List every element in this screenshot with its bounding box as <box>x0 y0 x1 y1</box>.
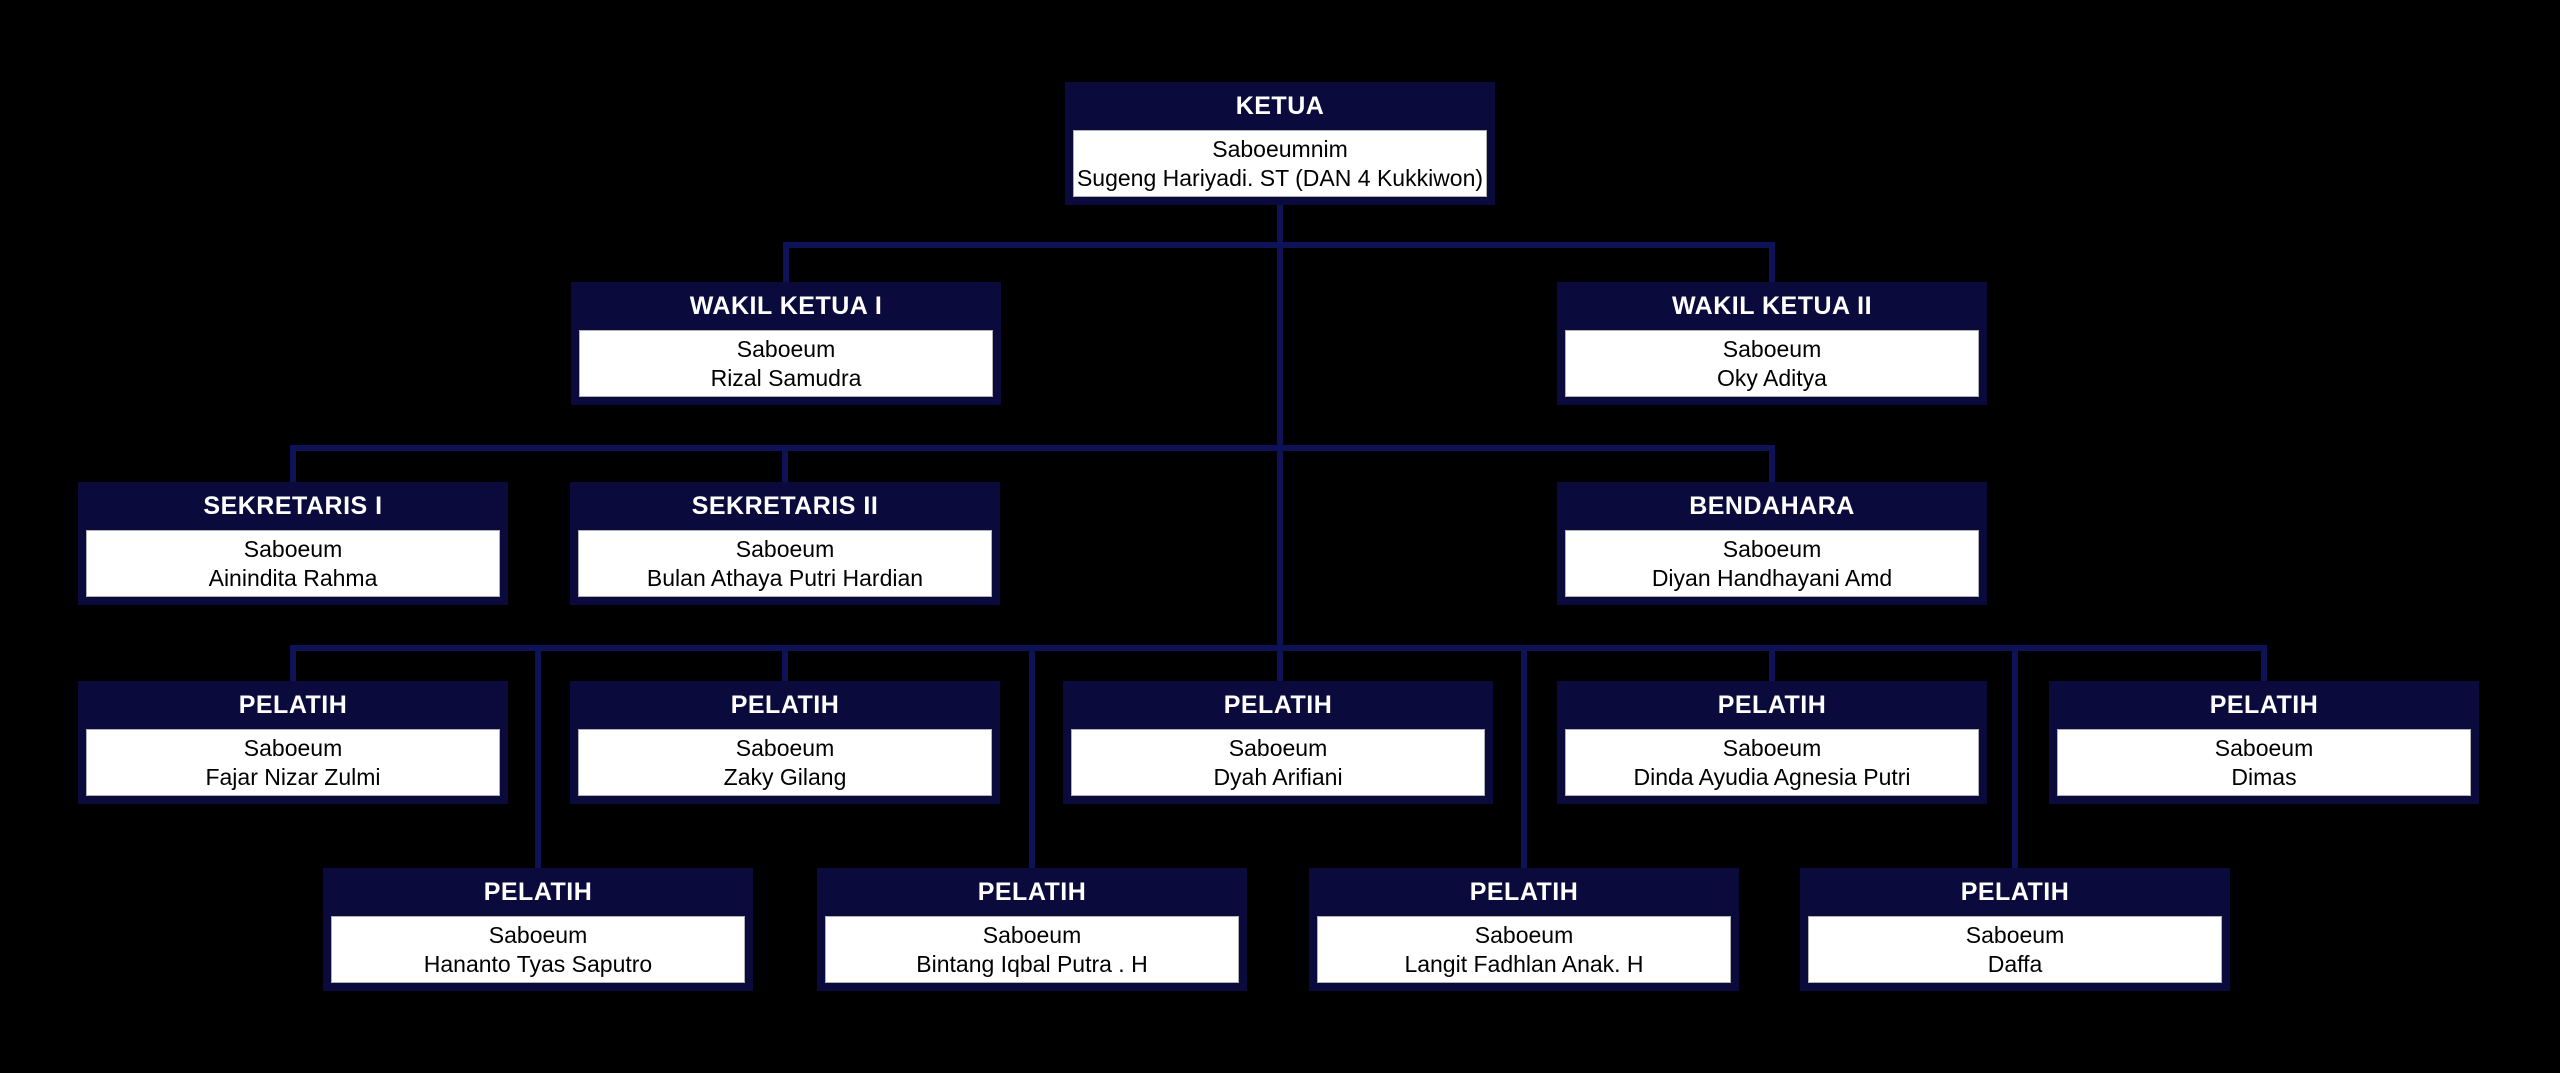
node-person-name: Bulan Athaya Putri Hardian <box>646 564 924 591</box>
node-honorific: Saboeum <box>982 921 1082 948</box>
connector-line <box>783 242 1775 248</box>
node-person-name: Dinda Ayudia Agnesia Putri <box>1633 763 1911 790</box>
node-role-title: PELATIH <box>2209 690 2319 719</box>
node-person-name: Rizal Samudra <box>710 364 862 391</box>
node-honorific: Saboeum <box>735 734 835 761</box>
connector-line <box>290 445 1775 451</box>
connector-line <box>1521 645 1527 868</box>
node-role-title: PELATIH <box>1223 690 1333 719</box>
connector-line <box>782 645 788 681</box>
node-honorific: Saboeum <box>243 535 343 562</box>
connector-line <box>290 445 296 482</box>
node-person-name: Ainindita Rahma <box>208 564 378 591</box>
node-person-name: Dimas <box>2231 763 2297 790</box>
node-honorific: Saboeum <box>2214 734 2314 761</box>
node-honorific: Saboeum <box>736 335 836 362</box>
node-role-title: WAKIL KETUA II <box>1671 291 1873 320</box>
node-honorific: Saboeum <box>1474 921 1574 948</box>
node-role-title: PELATIH <box>238 690 348 719</box>
node-person-name: Daffa <box>1987 950 2043 977</box>
connector-line <box>782 445 788 482</box>
connector-line <box>290 645 2267 651</box>
node-role-title: PELATIH <box>1960 877 2070 906</box>
node-role-title: KETUA <box>1235 91 1325 120</box>
connector-line <box>290 645 296 681</box>
node-honorific: Saboeum <box>1722 535 1822 562</box>
node-honorific: Saboeum <box>1722 335 1822 362</box>
connector-line <box>1769 445 1775 482</box>
node-honorific: Saboeum <box>735 535 835 562</box>
node-role-title: PELATIH <box>1717 690 1827 719</box>
connector-line <box>535 645 541 868</box>
node-honorific: Saboeumnim <box>1212 135 1348 162</box>
connector-line <box>1277 205 1283 681</box>
node-role-title: SEKRETARIS I <box>203 491 383 520</box>
node-role-title: WAKIL KETUA I <box>689 291 883 320</box>
connector-line <box>2012 645 2018 868</box>
node-person-name: Bintang Iqbal Putra . H <box>916 950 1148 977</box>
node-person-name: Zaky Gilang <box>723 763 847 790</box>
node-person-name: Dyah Arifiani <box>1213 763 1343 790</box>
node-honorific: Saboeum <box>1228 734 1328 761</box>
node-person-name: Oky Aditya <box>1717 364 1827 391</box>
connector-line <box>1769 645 1775 681</box>
node-honorific: Saboeum <box>243 734 343 761</box>
node-person-name: Fajar Nizar Zulmi <box>205 763 381 790</box>
node-role-title: BENDAHARA <box>1689 491 1855 520</box>
node-person-name: Diyan Handhayani Amd <box>1651 564 1893 591</box>
node-person-name: Hananto Tyas Saputro <box>423 950 653 977</box>
node-role-title: PELATIH <box>1469 877 1579 906</box>
connector-line <box>2261 645 2267 681</box>
connector-line <box>783 242 789 282</box>
node-honorific: Saboeum <box>1722 734 1822 761</box>
node-person-name: Langit Fadhlan Anak. H <box>1404 950 1644 977</box>
connector-line <box>1029 645 1035 868</box>
node-person-name: Sugeng Hariyadi. ST (DAN 4 Kukkiwon) <box>1076 164 1484 191</box>
node-role-title: PELATIH <box>730 690 840 719</box>
node-role-title: PELATIH <box>977 877 1087 906</box>
connector-line <box>1769 242 1775 282</box>
node-honorific: Saboeum <box>488 921 588 948</box>
node-honorific: Saboeum <box>1965 921 2065 948</box>
node-role-title: PELATIH <box>483 877 593 906</box>
node-role-title: SEKRETARIS II <box>691 491 879 520</box>
